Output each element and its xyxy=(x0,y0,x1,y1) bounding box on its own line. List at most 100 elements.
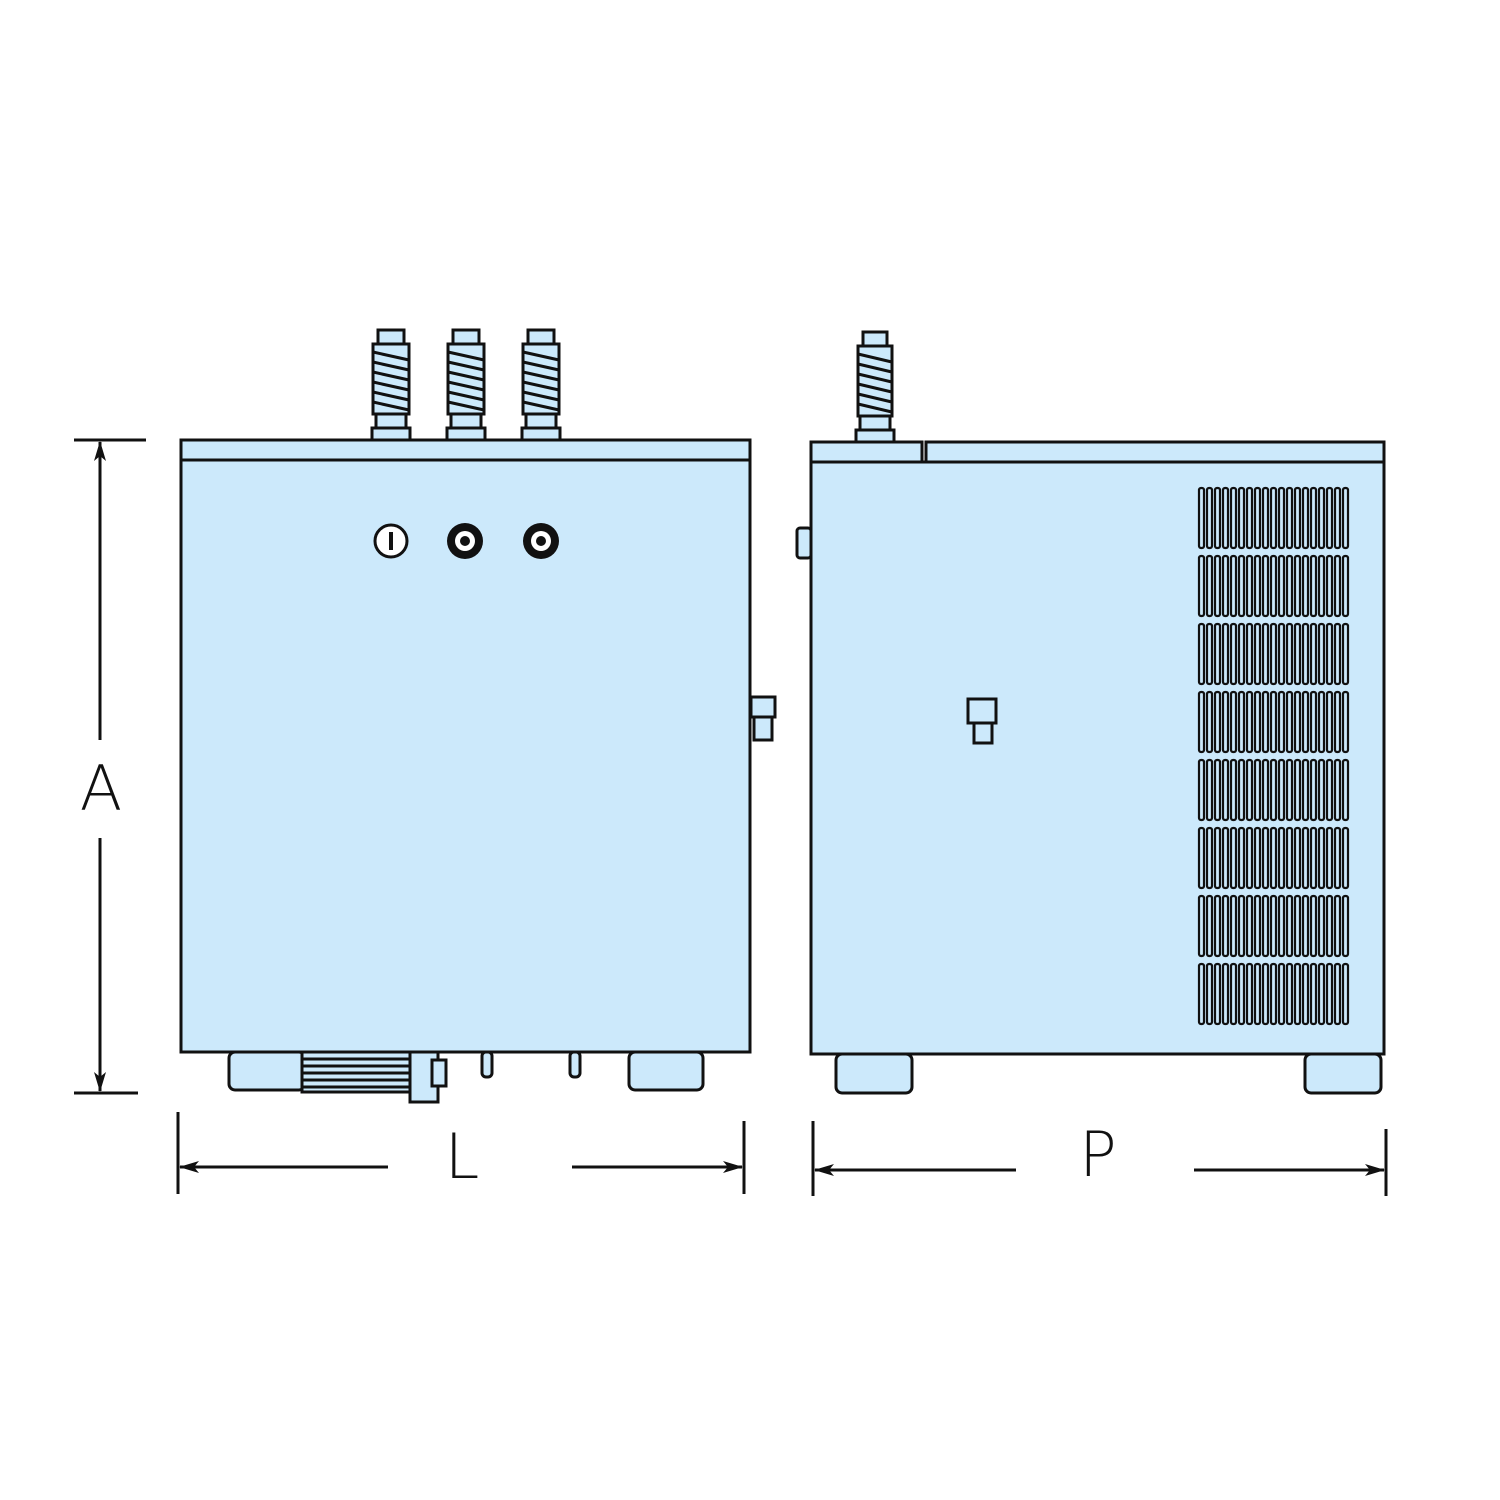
vent-slot xyxy=(1293,622,1302,686)
vent-slot xyxy=(1253,894,1262,958)
vent-slot xyxy=(1317,758,1326,822)
vent-slot xyxy=(1317,962,1326,1026)
vent-slot xyxy=(1213,758,1222,822)
vent-slot xyxy=(1253,486,1262,550)
vent-slot xyxy=(1261,486,1270,550)
vent-slot xyxy=(1269,622,1278,686)
vent-slot xyxy=(1333,758,1342,822)
vent-slot xyxy=(1341,622,1350,686)
vent-slot xyxy=(1229,758,1238,822)
vent-slot xyxy=(1301,826,1310,890)
vent-slot xyxy=(1285,622,1294,686)
front-foot-left xyxy=(227,1050,307,1092)
vent-slot xyxy=(1221,758,1230,822)
front-fitting-2 xyxy=(445,328,487,442)
front-fitting-1 xyxy=(370,328,412,442)
vent-slot xyxy=(1277,962,1286,1026)
vent-slot xyxy=(1213,554,1222,618)
side-nozzle xyxy=(966,697,998,745)
vent-slot xyxy=(1333,622,1342,686)
vent-slot xyxy=(1309,758,1318,822)
vent-slot xyxy=(1213,690,1222,754)
vent-slot xyxy=(1325,758,1334,822)
vent-slot xyxy=(1253,622,1262,686)
vent-slot xyxy=(1301,554,1310,618)
vent-slot xyxy=(1325,962,1334,1026)
dimension-label-width: L xyxy=(445,1120,480,1193)
vent-slot xyxy=(1237,486,1246,550)
vent-slot xyxy=(1285,554,1294,618)
vent-slot xyxy=(1293,894,1302,958)
vent-slot xyxy=(1229,486,1238,550)
coil-icon xyxy=(300,1050,448,1104)
vent-slot xyxy=(1245,690,1254,754)
front-view xyxy=(179,328,777,1104)
vent-slot xyxy=(1213,622,1222,686)
vent-slot xyxy=(1261,962,1270,1026)
front-foot-right xyxy=(627,1050,705,1092)
vent-slot xyxy=(1277,758,1286,822)
vent-slot xyxy=(1269,962,1278,1026)
vent-slot xyxy=(1341,894,1350,958)
vent-slot xyxy=(1285,690,1294,754)
switch-icon xyxy=(373,523,409,559)
vent-slot xyxy=(1309,554,1318,618)
vent-slot xyxy=(1229,622,1238,686)
vent-slot xyxy=(1269,894,1278,958)
vent-slot xyxy=(1197,962,1206,1026)
vent-slot xyxy=(1341,758,1350,822)
vent-slot xyxy=(1221,554,1230,618)
vent-slot xyxy=(1269,758,1278,822)
side-fitting xyxy=(854,330,896,444)
vent-slot xyxy=(1317,622,1326,686)
vent-slot xyxy=(1261,758,1270,822)
vent-slot xyxy=(1341,962,1350,1026)
vent-slot xyxy=(1197,894,1206,958)
vent-slot xyxy=(1301,962,1310,1026)
vent-slot xyxy=(1205,826,1214,890)
vent-slot xyxy=(1261,894,1270,958)
vent-slot xyxy=(1333,894,1342,958)
vent-slot xyxy=(1333,826,1342,890)
vent-slot xyxy=(1333,554,1342,618)
vent-slot xyxy=(1229,962,1238,1026)
side-top-cover-front xyxy=(809,440,924,464)
vent-slot xyxy=(1277,554,1286,618)
vent-slot xyxy=(1269,690,1278,754)
vent-slot xyxy=(1213,894,1222,958)
vent-slot xyxy=(1309,622,1318,686)
vent-slot xyxy=(1237,962,1246,1026)
vent-slot xyxy=(1245,758,1254,822)
vent-slot xyxy=(1261,690,1270,754)
connector-icon xyxy=(447,523,483,559)
vent-slot xyxy=(1253,962,1262,1026)
dimension-label-depth: P xyxy=(1079,1118,1116,1191)
vent-slot xyxy=(1317,486,1326,550)
vent-slot xyxy=(1277,486,1286,550)
vent-slot xyxy=(1205,962,1214,1026)
vent-slot xyxy=(1317,554,1326,618)
vent-slot xyxy=(1325,826,1334,890)
vent-slot xyxy=(1237,758,1246,822)
vent-slot xyxy=(1197,826,1206,890)
vent-slot xyxy=(1293,554,1302,618)
vent-slot xyxy=(1221,622,1230,686)
vent-slot xyxy=(1197,554,1206,618)
vent-slot xyxy=(1205,894,1214,958)
vent-slot xyxy=(1245,826,1254,890)
vent-slot xyxy=(1301,758,1310,822)
vent-slot xyxy=(1277,622,1286,686)
vent-slot xyxy=(1253,758,1262,822)
vent-slot xyxy=(1261,622,1270,686)
vent-slot xyxy=(1269,554,1278,618)
vent-slot xyxy=(1245,486,1254,550)
vent-slot xyxy=(1277,690,1286,754)
vent-slot xyxy=(1293,486,1302,550)
vent-slot xyxy=(1213,826,1222,890)
vent-slot xyxy=(1229,690,1238,754)
vent-slot xyxy=(1333,962,1342,1026)
vent-slot xyxy=(1285,826,1294,890)
vent-slot xyxy=(1309,486,1318,550)
front-fitting-3 xyxy=(520,328,562,442)
vent-slot xyxy=(1213,962,1222,1026)
